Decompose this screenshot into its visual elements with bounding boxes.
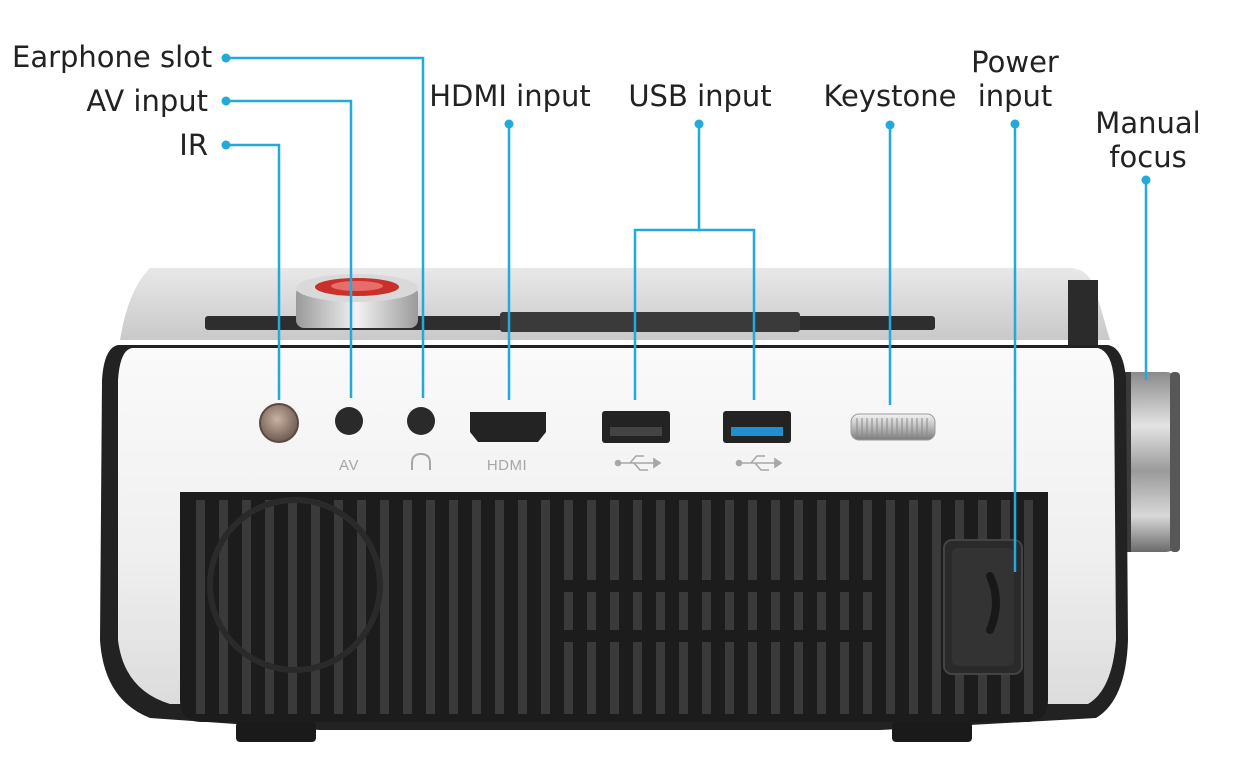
vent-slat xyxy=(426,500,435,714)
vent-slat xyxy=(1024,500,1033,714)
ir-receiver xyxy=(259,403,299,443)
vent-slat xyxy=(541,500,550,714)
top-control-knob xyxy=(296,274,418,328)
usb-input-label: USB input xyxy=(628,79,772,113)
av-leader xyxy=(226,99,353,398)
vent-slat xyxy=(311,500,320,714)
vent-slat xyxy=(357,500,366,714)
left-foot xyxy=(236,722,316,742)
vent-slat xyxy=(334,500,343,714)
hdmi-port xyxy=(470,412,546,442)
vent-slat xyxy=(863,500,872,714)
vent-slat xyxy=(817,500,826,714)
earphone-port xyxy=(407,407,435,435)
vent-slat xyxy=(587,500,596,714)
vent-slat xyxy=(771,500,780,714)
vent-slat xyxy=(725,500,734,714)
projector-top-panel xyxy=(120,268,1110,350)
hdmi-input-label: HDMI input xyxy=(429,79,591,113)
ir-leader xyxy=(226,143,281,400)
earphone-leader xyxy=(226,56,425,398)
ir-label: IR xyxy=(179,128,208,162)
vent-slat xyxy=(633,500,642,714)
vent-slat xyxy=(702,500,711,714)
vent-slat xyxy=(403,500,412,714)
vent-slat xyxy=(380,500,389,714)
keystone-wheel xyxy=(850,413,936,441)
vent-slat xyxy=(564,500,573,714)
av-input-label: AV input xyxy=(86,84,208,118)
vent-slat xyxy=(840,500,849,714)
vent-slat xyxy=(794,500,803,714)
vent-slat xyxy=(265,500,274,714)
headphone-icon xyxy=(411,452,431,470)
vent-slat xyxy=(518,500,527,714)
av-port-label: AV xyxy=(339,457,359,474)
vent-slat xyxy=(495,500,504,714)
vent-slat xyxy=(909,500,918,714)
manual-focus-label-line1: Manual xyxy=(1095,106,1201,140)
usb-port-2-tongue xyxy=(731,427,783,436)
power-socket xyxy=(943,539,1023,675)
vent-slat xyxy=(242,500,251,714)
av-port xyxy=(335,407,363,435)
vent-slat xyxy=(886,500,895,714)
vent-slat xyxy=(610,500,619,714)
usb-icon xyxy=(614,455,662,471)
vent-slat xyxy=(748,500,757,714)
keystone-label: Keystone xyxy=(823,79,957,113)
vent-slat xyxy=(472,500,481,714)
vent-slat xyxy=(288,500,297,714)
vent-slat xyxy=(449,500,458,714)
vent-slat xyxy=(656,500,665,714)
usb-port-1-tongue xyxy=(610,427,662,436)
manual-focus-label-line2: focus xyxy=(1109,140,1187,174)
vent-slat xyxy=(932,500,941,714)
power-input-label-line1: Power xyxy=(971,45,1059,79)
leader-lines xyxy=(226,56,1148,572)
leader-dots xyxy=(221,53,1151,185)
earphone-slot-label: Earphone slot xyxy=(12,40,213,74)
vent-slat xyxy=(196,500,205,714)
usb-leader-bracket xyxy=(633,228,756,400)
hdmi-port-label: HDMI xyxy=(487,457,527,474)
power-input-label-line2: input xyxy=(977,79,1053,113)
right-foot xyxy=(892,722,972,742)
vent-grille xyxy=(180,492,1048,722)
usb-icon xyxy=(735,455,783,471)
vent-slat xyxy=(679,500,688,714)
vent-slat xyxy=(219,500,228,714)
